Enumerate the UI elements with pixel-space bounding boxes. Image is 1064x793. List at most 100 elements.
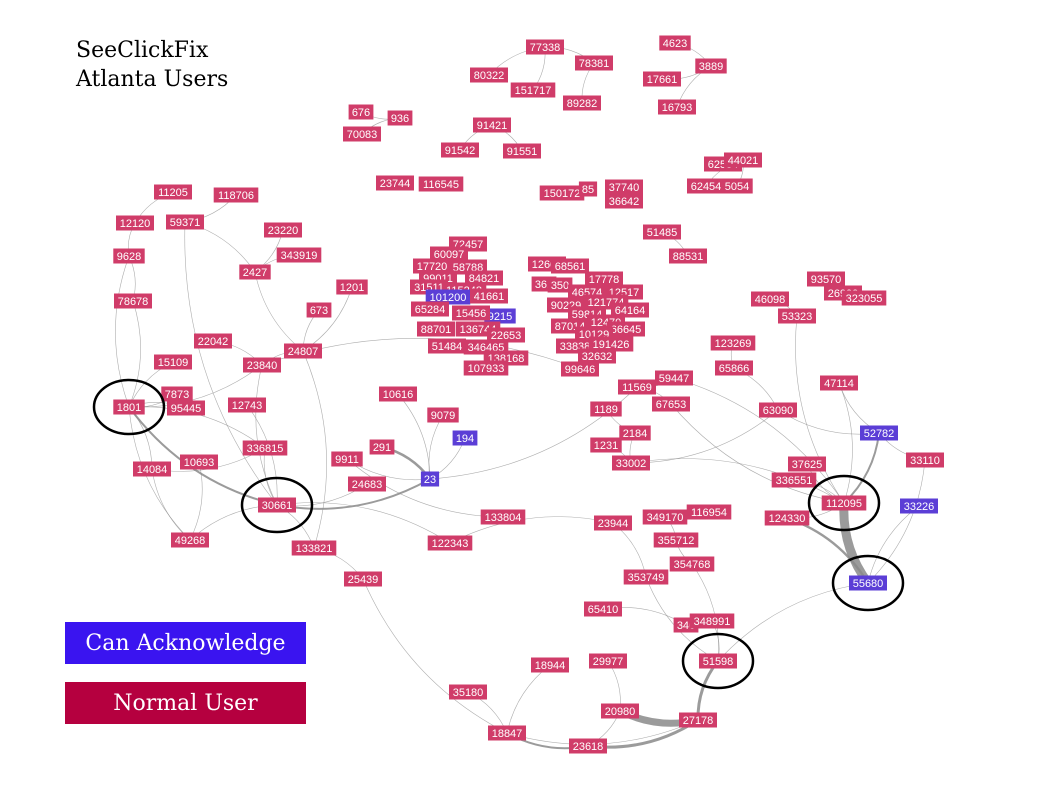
legend-normal-user: Normal User <box>65 682 306 724</box>
node-label: 291 <box>373 442 391 454</box>
node-box <box>343 126 381 142</box>
node-30661: 30661 <box>258 497 296 513</box>
node-label: 9911 <box>335 454 359 466</box>
node-box <box>427 535 473 551</box>
node-107933: 107933 <box>463 360 509 376</box>
node-78381: 78381 <box>575 55 613 71</box>
node-51598: 51598 <box>699 653 737 669</box>
node-124330: 124330 <box>764 510 810 526</box>
node-box <box>452 430 478 446</box>
node-box <box>669 556 715 572</box>
node-box <box>594 515 632 531</box>
node-box <box>655 370 693 386</box>
node-box <box>710 335 756 351</box>
edge <box>843 432 880 504</box>
node-box <box>258 497 296 513</box>
node-label: 78381 <box>579 58 610 70</box>
node-label: 20980 <box>605 706 636 718</box>
edge <box>449 516 614 544</box>
edge <box>362 578 508 734</box>
node-355712: 355712 <box>653 532 699 548</box>
node-label: 65866 <box>719 363 750 375</box>
node-18944: 18944 <box>531 657 569 673</box>
node-box <box>821 495 867 511</box>
node-label: 936 <box>391 113 409 125</box>
node-label: 14084 <box>137 464 168 476</box>
node-label: 35180 <box>453 687 484 699</box>
node-box <box>427 407 459 423</box>
node-box <box>161 386 193 402</box>
node-116545: 116545 <box>418 176 464 192</box>
node-22042: 22042 <box>194 333 232 349</box>
node-box <box>689 613 735 629</box>
node-box <box>154 184 192 200</box>
node-label: 91542 <box>445 145 476 157</box>
node-box <box>585 271 623 287</box>
node-936: 936 <box>387 110 413 126</box>
highlight-ring-30661 <box>240 476 314 534</box>
node-box <box>239 264 271 280</box>
node-label: 17661 <box>647 74 678 86</box>
node-label: 80322 <box>474 70 505 82</box>
node-label: 323055 <box>846 293 883 305</box>
node-23220: 23220 <box>264 222 302 238</box>
node-label: 1801 <box>117 402 141 414</box>
node-29977: 29977 <box>589 653 627 669</box>
edge <box>128 300 141 408</box>
node-label: 3889 <box>699 61 723 73</box>
node-label: 343919 <box>281 250 318 262</box>
node-label: 22042 <box>198 336 229 348</box>
node-label: 1231 <box>594 440 618 452</box>
node-93570: 93570 <box>807 271 845 287</box>
node-65866: 65866 <box>715 360 753 376</box>
node-17661: 17661 <box>643 71 681 87</box>
node-label: 59447 <box>659 373 690 385</box>
node-65410: 65410 <box>584 601 622 617</box>
highlight-ring-1801 <box>92 378 166 436</box>
node-151717: 151717 <box>510 82 556 98</box>
edge <box>630 409 779 464</box>
node-box <box>420 471 440 487</box>
node-box <box>417 321 455 337</box>
node-18847: 18847 <box>488 725 526 741</box>
node-box <box>264 222 302 238</box>
legend-can-acknowledge: Can Acknowledge <box>65 622 306 664</box>
node-label: 24683 <box>352 479 383 491</box>
node-box <box>484 308 516 324</box>
node-348991: 348991 <box>689 613 735 629</box>
node-2184: 2184 <box>619 425 651 441</box>
node-24683: 24683 <box>348 476 386 492</box>
node-1189: 1189 <box>590 401 622 417</box>
edge <box>630 458 845 504</box>
node-51485: 51485 <box>643 224 681 240</box>
node-box <box>348 104 374 120</box>
node-box <box>584 601 622 617</box>
node-box <box>578 181 598 197</box>
node-label: 116954 <box>691 507 727 519</box>
node-box <box>547 277 573 293</box>
node-46098: 46098 <box>751 291 789 307</box>
node-label: 194 <box>456 433 474 445</box>
edge <box>302 350 327 549</box>
node-box <box>379 386 417 402</box>
node-box <box>643 71 681 87</box>
node-label: 27178 <box>683 715 714 727</box>
node-150172: 150172 <box>539 185 585 201</box>
node-label: 33226 <box>904 501 935 513</box>
node-350: 350 <box>547 277 573 293</box>
node-label: 89282 <box>567 98 598 110</box>
node-label: 10693 <box>184 457 215 469</box>
edge <box>115 255 130 408</box>
node-label: 49268 <box>175 535 206 547</box>
node-23: 23 <box>420 471 440 487</box>
node-box <box>721 178 753 194</box>
node-15109: 15109 <box>154 354 192 370</box>
node-9079: 9079 <box>427 407 459 423</box>
node-label: 68561 <box>555 261 586 273</box>
node-673: 673 <box>306 302 332 318</box>
node-box <box>578 348 616 364</box>
node-91421: 91421 <box>473 117 511 133</box>
node-box <box>687 178 725 194</box>
node-box <box>531 657 569 673</box>
title-line-2: Atlanta Users <box>76 67 229 92</box>
